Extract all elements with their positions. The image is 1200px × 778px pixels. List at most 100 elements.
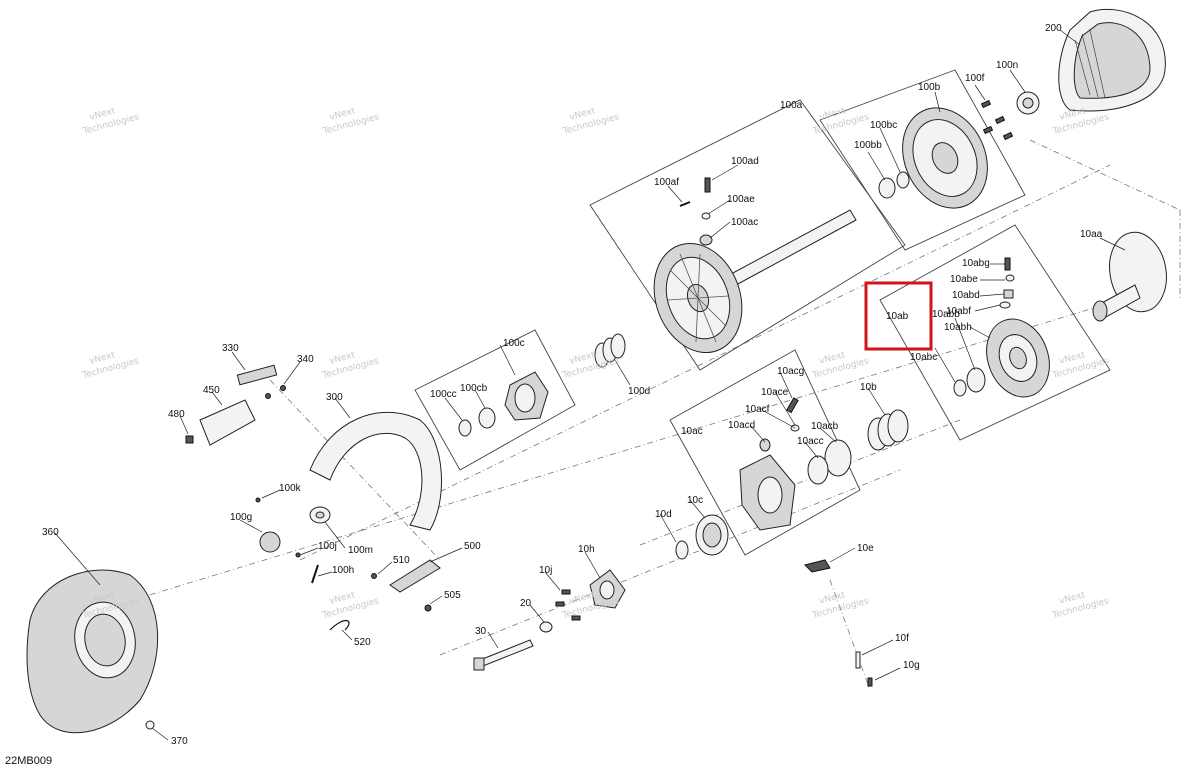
callout-100g: 100g: [230, 512, 252, 523]
ring-10d-part: [675, 540, 689, 560]
hub-10h-part: [589, 569, 626, 609]
ring-100bb-part: [878, 177, 896, 199]
callout-10ac: 10ac: [681, 426, 703, 437]
ring-100cb-part: [478, 407, 496, 429]
group-box-100c: [414, 329, 576, 471]
callout-100j: 100j: [318, 541, 337, 552]
assembly-axes: [99, 139, 1181, 691]
fixed-sheave-100b-part: [902, 107, 988, 209]
ring-10acc-part: [807, 455, 829, 485]
callout-20: 20: [520, 598, 532, 609]
callout-10h: 10h: [578, 544, 595, 555]
callout-10acd: 10acd: [728, 420, 755, 431]
callout-10e: 10e: [857, 543, 874, 554]
screw-100j-part: [295, 552, 301, 558]
bolt-370-part: [145, 720, 155, 730]
callout-10acg: 10acg: [777, 366, 804, 377]
highlighted-callout: 10ab: [864, 281, 933, 351]
housing-360-part: [26, 569, 159, 734]
washer-20-part: [539, 621, 553, 633]
bolt-480-part: [185, 435, 194, 444]
callout-100b: 100b: [918, 82, 941, 93]
callout-10b: 10b: [860, 382, 877, 393]
bolt-100ad-part: [704, 177, 711, 193]
callout-300: 300: [326, 392, 343, 403]
spider-10ac-part: [739, 454, 796, 531]
screw-10g-part: [867, 677, 873, 687]
sliding-sheave-10ab-part: [986, 318, 1050, 398]
callout-10abh: 10abh: [944, 322, 972, 333]
nut-505-part: [424, 604, 432, 612]
callout-100af: 100af: [654, 177, 679, 188]
bolt-30-part: [473, 639, 534, 671]
drive-belt-part: [1058, 8, 1166, 112]
governor-cup-10aa-part: [1092, 231, 1167, 322]
clip-10e-part: [804, 559, 831, 573]
ring-100bc-part: [896, 171, 910, 189]
washer-100ae-part: [701, 212, 711, 220]
ring-10abf-part: [999, 301, 1011, 309]
group-box-10ac: [669, 349, 861, 556]
leader-lines: [54, 29, 1126, 741]
callout-100bc: 100bc: [870, 120, 897, 131]
callout-360: 360: [42, 527, 59, 538]
callout-100ae: 100ae: [727, 194, 755, 205]
callout-10j: 10j: [539, 565, 552, 576]
callout-10abg: 10abg: [962, 258, 990, 269]
screw-510-part: [371, 573, 377, 579]
screw-100h-part: [311, 564, 319, 584]
callout-520: 520: [354, 637, 371, 648]
callout-330: 330: [222, 343, 239, 354]
callout-100f: 100f: [965, 73, 985, 84]
callout-200: 200: [1045, 23, 1062, 34]
support-450-part: [199, 399, 256, 446]
nut-100g-part: [259, 531, 281, 553]
bracket-500-part: [389, 559, 441, 593]
screw-100k-part: [255, 497, 261, 503]
callout-480: 480: [168, 409, 185, 420]
callout-100cc: 100cc: [430, 389, 457, 400]
callout-labels: 200 100n 100f 100b 100a 100bc 100bb 100a…: [42, 23, 1103, 747]
callout-510: 510: [393, 555, 410, 566]
belt-guard-300-part: [309, 411, 442, 531]
bolt-10abg-part: [1004, 257, 1011, 271]
callout-10abd: 10abd: [952, 290, 980, 301]
callout-505: 505: [444, 590, 461, 601]
bolts-100f-part: [980, 99, 1014, 141]
callout-100ac: 100ac: [731, 217, 758, 228]
callout-450: 450: [203, 385, 220, 396]
spider-100c-part: [504, 371, 549, 421]
callout-10abe: 10abe: [950, 274, 978, 285]
callout-10acf: 10acf: [745, 404, 770, 415]
callout-10ace: 10ace: [761, 387, 789, 398]
callout-100d: 100d: [628, 386, 650, 397]
callout-10abb: 10abb: [932, 309, 960, 320]
callout-100a: 100a: [780, 100, 803, 111]
clip-520-part: [329, 620, 350, 631]
callout-100k: 100k: [279, 483, 302, 494]
nut-340-part: [280, 385, 286, 391]
callout-340: 340: [297, 354, 314, 365]
callout-10c: 10c: [687, 495, 703, 506]
callout-370: 370: [171, 736, 188, 747]
ring-10abb-part: [966, 367, 986, 393]
group-box-10ab: [879, 224, 1111, 441]
bracket-330-part: [236, 364, 278, 386]
spring-10b-part: [867, 409, 909, 451]
parts: [26, 8, 1167, 734]
pin-10f-part: [855, 651, 861, 669]
bushing-100ac-part: [699, 234, 713, 246]
callout-100cb: 100cb: [460, 383, 488, 394]
callout-10acb: 10acb: [811, 421, 839, 432]
callout-10g: 10g: [903, 660, 920, 671]
ring-10abc-part: [953, 379, 967, 397]
roller-10acd-part: [759, 438, 771, 452]
spring-100d-part: [594, 333, 626, 368]
callout-100m: 100m: [348, 545, 373, 556]
callout-10ab: 10ab: [886, 311, 909, 322]
callout-10d: 10d: [655, 509, 672, 520]
ring-10acb-part: [824, 439, 852, 477]
callout-100n: 100n: [996, 60, 1018, 71]
bolts-10j-part: [555, 589, 581, 621]
